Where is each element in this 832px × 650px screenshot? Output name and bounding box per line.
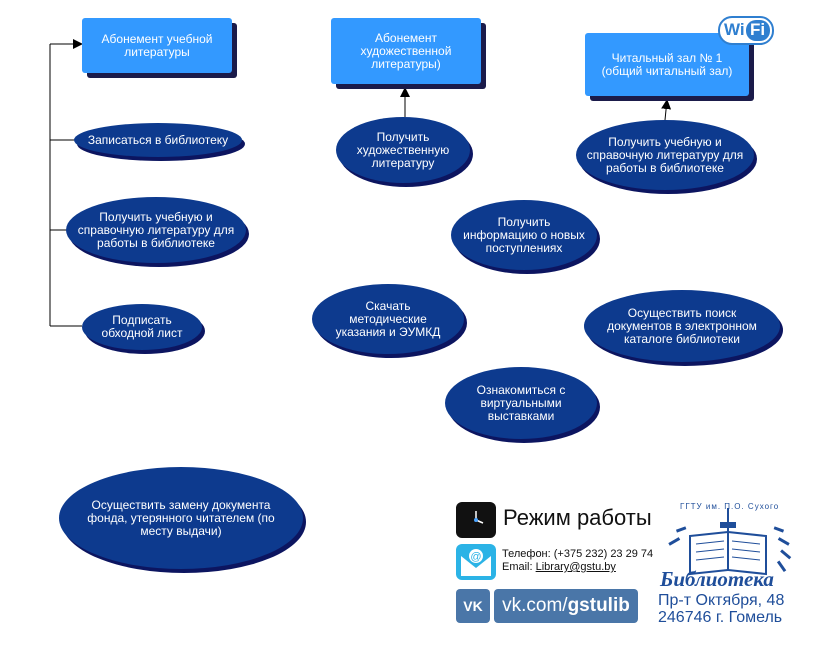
reading-room-label: Читальный зал № 1 (общий читальный зал) — [601, 50, 733, 78]
oval-replace-document-label: Осуществить замену документа фонда, утер… — [87, 497, 275, 538]
email-icon: @ — [456, 542, 496, 582]
oval-new-arrivals: Получить информацию о новых поступлениях — [451, 200, 597, 270]
oval-download-materials-label: Скачать методические указания и ЭУМКД — [335, 298, 441, 339]
email-link[interactable]: Library@gstu.by — [535, 561, 616, 573]
oval-get-study-literature: Получить учебную и справочную литературу… — [66, 197, 246, 263]
address-line-2: 246746 г. Гомель — [658, 609, 783, 626]
oval-register: Записаться в библиотеку — [74, 123, 242, 157]
library-name: Библиотека — [660, 567, 774, 591]
oval-get-study-literature-label: Получить учебную и справочную литературу… — [77, 209, 235, 250]
fiction-literature-label: Абонемент художественной литературы) — [360, 30, 452, 71]
clock-icon — [456, 502, 496, 538]
vk-badge-text: VK — [463, 598, 483, 614]
oval-get-reference-label: Получить учебную и справочную литературу… — [586, 134, 744, 175]
oval-virtual-exhibitions: Ознакомиться с виртуальными выставками — [445, 367, 597, 439]
oval-download-materials: Скачать методические указания и ЭУМКД — [312, 284, 464, 354]
vk-link-prefix: vk.com/ — [502, 595, 568, 616]
reading-room-box: Читальный зал № 1 (общий читальный зал) — [585, 33, 749, 96]
email-label: Email: — [502, 561, 533, 573]
oval-replace-document: Осуществить замену документа фонда, утер… — [59, 467, 303, 569]
vk-icon[interactable]: VK — [456, 589, 490, 623]
oval-catalog-search-label: Осуществить поиск документов в электронн… — [607, 305, 757, 346]
oval-get-reference: Получить учебную и справочную литературу… — [576, 120, 754, 190]
oval-get-fiction-label: Получить художественную литературу — [356, 129, 450, 170]
wifi-label-right: Fi — [750, 20, 766, 39]
link-reading-room — [661, 99, 672, 121]
library-logo: ГГТУ им. П.О. Сухого — [656, 498, 802, 598]
study-literature-box: Абонемент учебной литературы — [82, 18, 232, 73]
address-line-1: Пр-т Октября, 48 — [658, 592, 785, 609]
oval-new-arrivals-label: Получить информацию о новых поступлениях — [463, 214, 585, 255]
vk-link-handle: gstulib — [567, 595, 630, 616]
email-line: Email: Library@gstu.by — [502, 561, 616, 574]
oval-get-fiction: Получить художественную литературу — [336, 117, 470, 183]
vk-link-box[interactable]: vk.com/gstulib — [494, 589, 638, 623]
working-hours-title: Режим работы — [503, 505, 652, 530]
study-literature-label: Абонемент учебной литературы — [101, 31, 213, 59]
logo-arc-text: ГГТУ им. П.О. Сухого — [680, 502, 780, 511]
oval-virtual-exhibitions-label: Ознакомиться с виртуальными выставками — [476, 382, 566, 423]
oval-register-label: Записаться в библиотеку — [87, 132, 229, 147]
svg-text:@: @ — [470, 551, 481, 563]
phone-text: Телефон: (+375 232) 23 29 74 — [502, 548, 654, 560]
wifi-icon: Wi Fi — [718, 16, 774, 45]
oval-catalog-search: Осуществить поиск документов в электронн… — [584, 290, 780, 362]
oval-sign-sheet-label: Подписать обходной лист — [101, 313, 183, 340]
wifi-label-left: Wi — [724, 20, 745, 39]
fiction-literature-box: Абонемент художественной литературы) — [331, 18, 481, 84]
oval-sign-sheet: Подписать обходной лист — [82, 304, 202, 350]
